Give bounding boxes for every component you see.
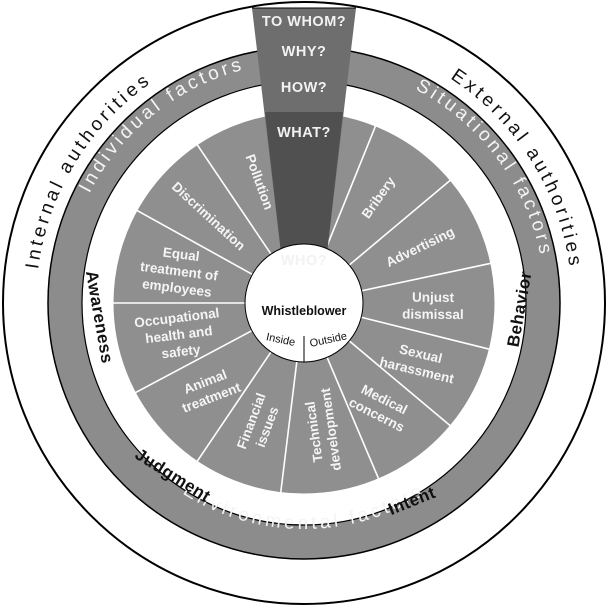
segment-dividers — [113, 125, 491, 493]
topic-label: Unjust dismissal — [402, 290, 464, 323]
whistleblower-label: Whistleblower — [262, 304, 347, 318]
segment-divider — [361, 316, 490, 350]
why-question: WHY? — [282, 44, 327, 60]
to-whom-question: TO WHOM? — [262, 14, 346, 30]
segment-divider — [361, 262, 491, 292]
segment-divider — [134, 329, 253, 394]
segment-divider — [326, 356, 380, 480]
topic-label-line: dismissal — [402, 307, 464, 323]
segment-divider — [325, 125, 377, 249]
what-question: WHAT? — [277, 125, 331, 141]
who-question: WHO? — [281, 253, 327, 269]
question-wedge-inner — [265, 112, 343, 253]
inside-label: Inside — [265, 331, 296, 349]
topic-label-line: Equal — [162, 245, 200, 265]
how-question: HOW? — [281, 80, 327, 96]
segment-divider — [348, 340, 451, 427]
segment-divider — [348, 179, 451, 266]
topic-label: Occupationalhealth andsafety — [133, 305, 224, 364]
topic-label-line: Unjust — [412, 290, 455, 305]
topic-label-line: safety — [161, 342, 202, 362]
segment-divider — [196, 351, 272, 462]
segment-divider — [196, 144, 272, 255]
segment-divider — [136, 209, 253, 276]
segment-divider — [279, 361, 298, 493]
